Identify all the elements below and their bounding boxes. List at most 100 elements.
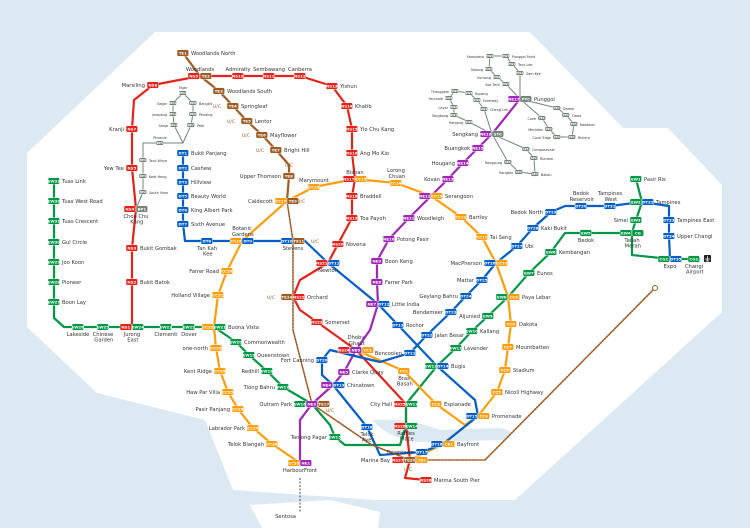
station-choa-chu-kang[interactable]: NS4BP1Choa Chu Kang <box>123 205 149 226</box>
station-hillview[interactable]: DT3Hillview <box>176 178 212 186</box>
station-jurong-east[interactable]: NS1EW24Jurong East <box>119 323 144 344</box>
station-newton[interactable]: NS21DT11Newton <box>315 259 340 274</box>
station-orchard[interactable]: TE14NS22Orchard <box>280 293 328 301</box>
station-sengkang[interactable]: NE16STCSengkang <box>452 130 504 138</box>
station-layar[interactable]: SW6Layar <box>439 104 458 110</box>
station-botanic-gardens[interactable]: CC19DT9Botanic Gardens <box>229 226 254 245</box>
station-woodlands-south[interactable]: TE3Woodlands South <box>212 87 272 95</box>
station-damai[interactable]: PE7Damai <box>552 105 574 111</box>
station-tongkang[interactable]: SW7Tongkang <box>431 112 458 118</box>
station-marina-bay[interactable]: NS27TE20CE2Marina Bay <box>361 456 428 464</box>
station-jalan-besar[interactable]: DT22Jalan Besar <box>420 331 465 339</box>
station-fernvale[interactable]: SW5Fernvale <box>429 95 453 101</box>
station-downtown[interactable]: DT17Downtown <box>387 448 428 456</box>
station-kent-ridge[interactable]: CC24Kent Ridge <box>184 367 226 375</box>
station-yew-tee[interactable]: NS5Yew Tee <box>103 164 138 172</box>
station-bugis[interactable]: EW12DT14Bugis <box>425 362 466 370</box>
station-pasir-ris[interactable]: EW1Pasir Ris <box>629 175 666 183</box>
station-promenade[interactable]: DT15CC4Promenade <box>465 412 521 420</box>
station-kadaloor[interactable]: PE5Kadaloor <box>569 121 596 127</box>
station-tuas-link[interactable]: EW33Tuas Link <box>48 177 86 185</box>
station-little-india[interactable]: NE7DT12Little India <box>365 300 419 308</box>
station-mattar[interactable]: DT25Mattar <box>457 276 488 284</box>
station-lorong-chuan[interactable]: CC14Lorong Chuan <box>387 168 405 187</box>
station-woodlands[interactable]: NS9TE2Woodlands <box>186 67 215 80</box>
station-boon-lay[interactable]: EW27Boon Lay <box>48 298 86 306</box>
station-tampines-west[interactable]: DT31Tampines West <box>597 191 623 210</box>
station-potong-pasir[interactable]: NE10Potong Pasir <box>382 235 430 243</box>
station-renjong[interactable]: SW8Renjong <box>449 119 473 125</box>
station-fort-canning[interactable]: DT20Fort Canning <box>281 356 328 364</box>
station-nibong[interactable]: PW5Nibong <box>471 66 493 72</box>
station-ranggung[interactable]: SE5Ranggung <box>485 159 512 165</box>
station-sixth-avenue[interactable]: DT7Sixth Avenue <box>176 220 225 228</box>
station-tanjong-pagar[interactable]: EW15Tanjong Pagar <box>290 433 342 441</box>
station-kallang[interactable]: EW10Kallang <box>466 327 500 335</box>
station-city-hall[interactable]: NS25EW13City Hall <box>370 400 418 408</box>
station-farrer-road[interactable]: CC20Farrer Road <box>189 267 233 275</box>
station-nicoll-highway[interactable]: CC5Nicoll Highway <box>490 388 543 396</box>
station-marymount[interactable]: CC16Marymount <box>299 178 329 191</box>
station-marsiling[interactable]: NS8Marsiling <box>122 81 159 89</box>
station-braddell[interactable]: NS18Braddell <box>345 192 382 200</box>
station-bedok-north[interactable]: DT29Bedok North <box>511 208 557 216</box>
station-mayflower[interactable]: TE6Mayflower <box>255 131 298 139</box>
station-cove[interactable]: PE1Cove <box>527 115 546 121</box>
station-buangkok[interactable]: NE15Buangkok <box>444 144 484 152</box>
station-tampines-east[interactable]: DT33Tampines East <box>662 216 714 224</box>
station-bencoolen[interactable]: DT21Bencoolen <box>375 349 416 357</box>
station-woodlands-north[interactable]: TE1Woodlands North <box>176 49 236 57</box>
station-hougang[interactable]: NE14Hougang <box>432 159 469 167</box>
station-yishun[interactable]: NS13Yishun <box>325 82 357 90</box>
station-farrer-park[interactable]: NE8Farrer Park <box>370 278 413 286</box>
station-esplanade[interactable]: CC3Esplanade <box>429 400 471 408</box>
station-eunos[interactable]: EW7Eunos <box>522 269 553 277</box>
station-somerset[interactable]: NS23Somerset <box>310 318 350 326</box>
station-joo-koon[interactable]: EW29Joo Koon <box>48 258 85 266</box>
station-telok-ayer[interactable]: DT18Telok Ayer <box>359 423 374 444</box>
station-springleaf[interactable]: TE4Springleaf <box>226 102 268 110</box>
station-punggol[interactable]: NE17PTCPunggol <box>507 95 555 103</box>
station-boon-keng[interactable]: NE9Boon Keng <box>370 257 413 265</box>
station-teck-lee[interactable]: PW2Teck Lee <box>507 61 533 67</box>
station-redhill[interactable]: EW18Redhill <box>242 367 274 375</box>
station-one-north[interactable]: CC23one-north <box>183 344 222 352</box>
station-toa-payoh[interactable]: NS19Toa Payoh <box>345 214 386 222</box>
station-segar[interactable]: BP11Segar <box>157 100 177 106</box>
station-cheng-lim[interactable]: SW1Cheng Lim <box>479 106 509 112</box>
station-bartley[interactable]: CC12Bartley <box>454 213 488 221</box>
station-kangkar[interactable]: SE4Kangkar <box>499 169 523 175</box>
station-bishan[interactable]: NS17CC15Bishan <box>342 170 367 183</box>
station-queenstown[interactable]: EW19Queenstown <box>243 351 290 359</box>
station-jelapang[interactable]: BP12Jelapang <box>151 111 177 117</box>
station-bukit-gombak[interactable]: NS3Bukit Gombak <box>125 244 177 252</box>
station-expo[interactable]: CG1DT35Expo <box>657 255 682 270</box>
station-dover[interactable]: EW22Dover <box>181 323 198 338</box>
station-tan-kah-kee[interactable]: DT8Tan Kah Kee <box>196 237 217 258</box>
station-gul-circle[interactable]: EW30Gul Circle <box>48 238 87 246</box>
station-lavender[interactable]: EW11Lavender <box>450 344 489 352</box>
station-punggol-point[interactable]: PW3Punggol Point <box>501 53 536 59</box>
station-tai-seng[interactable]: CC11Tai Seng <box>475 233 512 241</box>
station-kembangan[interactable]: EW6Kembangan <box>544 248 590 256</box>
station-woodleigh[interactable]: NE11Woodleigh <box>402 214 444 222</box>
station-upper-changi[interactable]: DT34Upper Changi <box>662 232 712 240</box>
station-telok-blangah[interactable]: CC28Telok Blangah <box>227 440 278 448</box>
station-caldecott[interactable]: CC17TE9Caldecott <box>248 197 299 205</box>
station-coral-edge[interactable]: PE3Coral Edge <box>533 134 561 140</box>
station-paya-lebar[interactable]: EW8CC9Paya Lebar <box>495 293 551 301</box>
station-dhoby-ghaut[interactable]: NS24NE6CC1Dhoby Ghaut <box>337 335 374 354</box>
station-mountbatten[interactable]: CC7Mountbatten <box>501 343 549 351</box>
station-bukit-panjang[interactable]: DT1Bukit Panjang <box>176 149 227 157</box>
station-tiong-bahru[interactable]: EW17Tiong Bahru <box>243 383 290 391</box>
station-senja[interactable]: BP13Senja <box>159 122 178 128</box>
station-macpherson[interactable]: DT26CC10MacPherson <box>451 259 508 267</box>
station-bras-basah[interactable]: CC2Bras Basah <box>395 367 413 388</box>
station-bukit-batok[interactable]: NS2Bukit Batok <box>125 278 170 286</box>
station-sumang[interactable]: PW6Sumang <box>477 74 501 80</box>
station-bendemeer[interactable]: DT23Bendemeer <box>413 308 457 316</box>
station-admiralty[interactable]: NS10Admiralty <box>225 67 251 80</box>
station-buona-vista[interactable]: CC22EW21Buona Vista <box>201 323 259 331</box>
station-south-view[interactable]: BP2South View <box>138 189 168 195</box>
station-simei[interactable]: EW3Simei <box>614 216 642 224</box>
